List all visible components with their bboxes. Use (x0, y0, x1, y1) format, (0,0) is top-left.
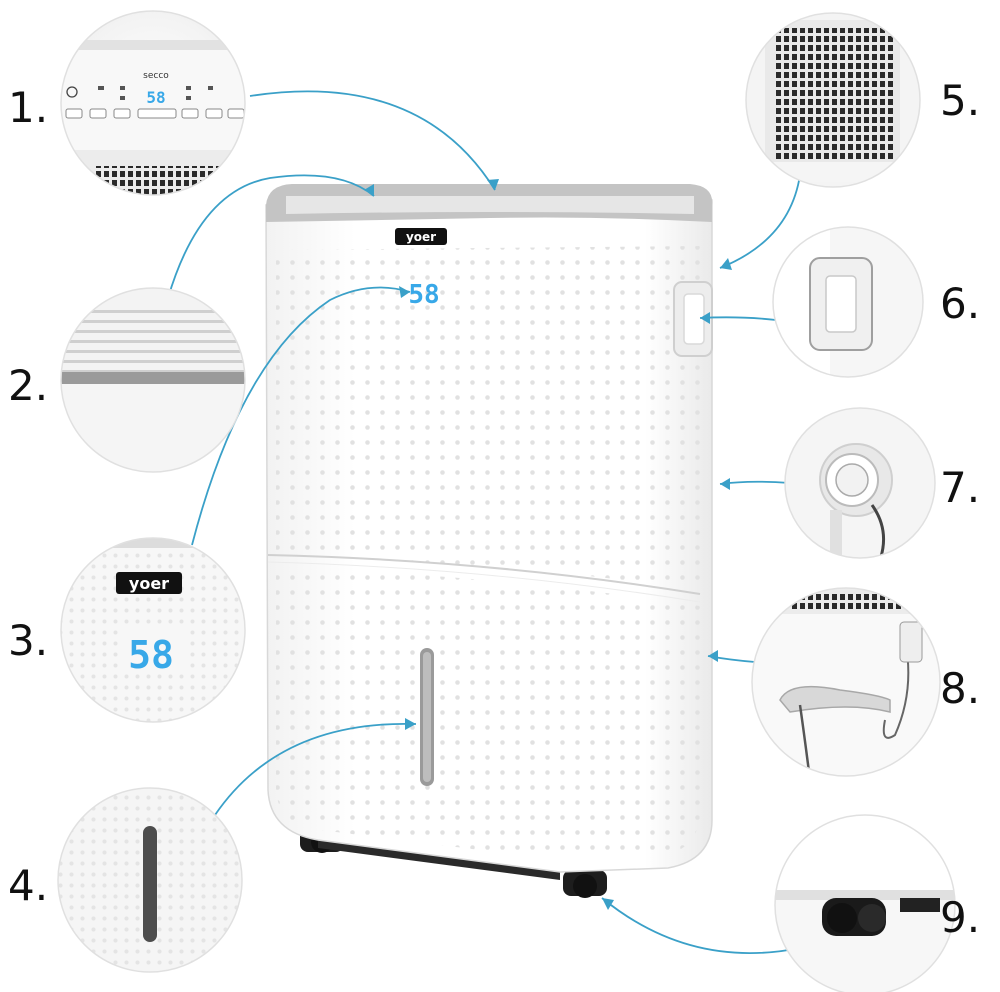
detail-top-vent (60, 287, 246, 473)
leader-4 (214, 722, 417, 816)
detail-display: yoer 58 (60, 537, 246, 723)
callout-label-3: 3. (8, 616, 48, 665)
callout-label-5: 5. (940, 76, 980, 125)
panel-display: 58 (146, 88, 165, 107)
callout-label-9: 9. (940, 893, 980, 942)
detail-cord-storage (751, 587, 941, 777)
detail-water-window (57, 787, 243, 973)
brand-logo: yoer (395, 228, 447, 245)
callout-label-1: 1. (8, 83, 48, 132)
humidity-display: 58 (408, 280, 439, 310)
callout-label-6: 6. (940, 279, 980, 328)
callout-label-2: 2. (8, 361, 48, 410)
callout-numbers: 1. 2. 3. 4. 5. 6. 7. 8. 9. (8, 76, 980, 942)
wheel-front-right (563, 870, 607, 898)
detail-filter (745, 12, 921, 188)
panel-brand-label: secco (143, 71, 169, 81)
detail-brand-logo: yoer (129, 574, 169, 593)
detail-drain-port (784, 407, 936, 559)
detail-lcd-readout: 58 (128, 633, 174, 677)
leader-7 (719, 480, 791, 485)
leader-9 (601, 897, 801, 954)
dehumidifier: yoer 58 (265, 184, 713, 898)
leader-2 (167, 174, 375, 299)
leader-arrowheads (364, 179, 732, 910)
leader-3 (191, 286, 411, 546)
power-icon (66, 86, 78, 98)
callout-label-4: 4. (8, 861, 48, 910)
detail-wheels (774, 814, 956, 992)
detail-handle (772, 226, 924, 378)
detail-control-panel: secco 58 (60, 10, 246, 196)
svg-text:yoer: yoer (406, 230, 436, 244)
leader-lines (167, 90, 801, 954)
panel-buttons (65, 108, 245, 119)
callout-label-7: 7. (940, 463, 980, 512)
leader-1 (249, 90, 496, 191)
callout-label-8: 8. (940, 664, 980, 713)
leader-5 (719, 174, 801, 269)
